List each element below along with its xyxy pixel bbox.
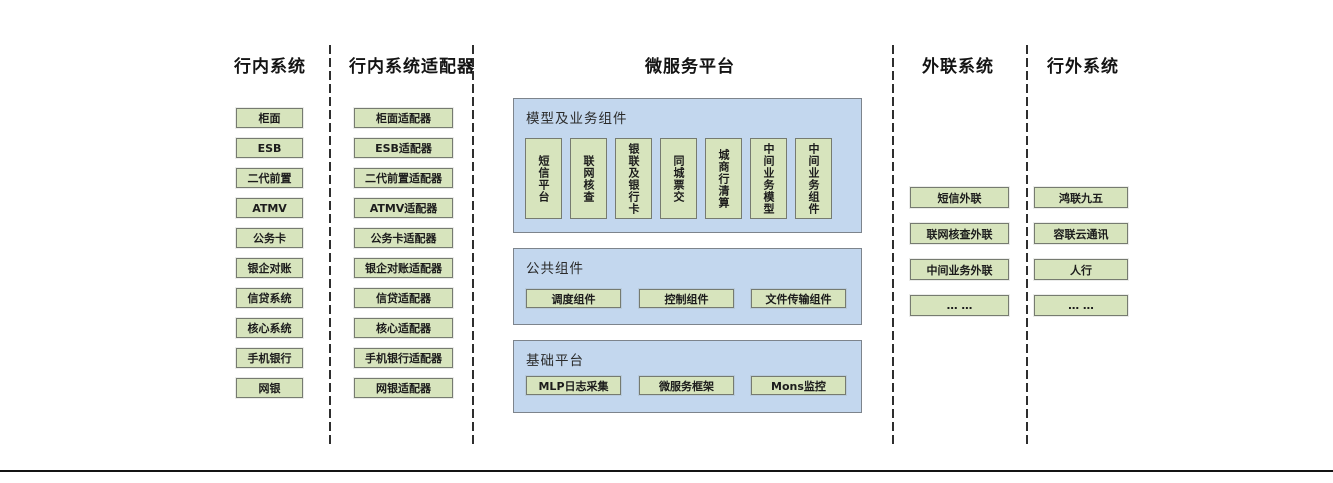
header-outside-systems: 行外系统 [1047, 57, 1119, 77]
panel-label: 模型及业务组件 [526, 111, 628, 127]
component-box: Mons监控 [751, 376, 846, 395]
inner-system-box: ATMV [236, 198, 303, 218]
adapter-box: 银企对账适配器 [354, 258, 453, 278]
outside-system-box: 鸿联九五 [1034, 187, 1128, 208]
inner-system-box: 核心系统 [236, 318, 303, 338]
component-box: 文件传输组件 [751, 289, 846, 308]
common-components-panel: 公共组件 调度组件 控制组件 文件传输组件 [513, 248, 862, 325]
component-label: 同城票交 [672, 154, 685, 203]
component-box: 城商行清算 [705, 138, 742, 219]
base-platform-panel: 基础平台 MLP日志采集 微服务框架 Mons监控 [513, 340, 862, 413]
outside-system-box: 容联云通讯 [1034, 223, 1128, 244]
component-box: 中间业务组件 [795, 138, 832, 219]
adapter-box: 柜面适配器 [354, 108, 453, 128]
adapter-box: 核心适配器 [354, 318, 453, 338]
inner-adapters-column: 柜面适配器 ESB适配器 二代前置适配器 ATMV适配器 公务卡适配器 银企对账… [354, 108, 453, 398]
component-box: 银联及银行卡 [615, 138, 652, 219]
vertical-component-row: 短信平台 联网核查 银联及银行卡 同城票交 城商行清算 中间业务模型 中间业务组… [525, 138, 832, 219]
column-separator [1026, 45, 1028, 445]
header-microservice-platform: 微服务平台 [645, 57, 735, 77]
column-separator [472, 45, 474, 445]
component-label: 城商行清算 [717, 148, 730, 209]
model-business-components-panel: 模型及业务组件 短信平台 联网核查 银联及银行卡 同城票交 城商行清算 中间业务… [513, 98, 862, 233]
inner-system-box: 手机银行 [236, 348, 303, 368]
adapter-box: 二代前置适配器 [354, 168, 453, 188]
adapter-box: 公务卡适配器 [354, 228, 453, 248]
external-system-box: 中间业务外联 [910, 259, 1009, 280]
outside-systems-column: 鸿联九五 容联云通讯 人行 … … [1034, 187, 1128, 316]
adapter-box: 手机银行适配器 [354, 348, 453, 368]
inner-system-box: 网银 [236, 378, 303, 398]
component-box: 控制组件 [639, 289, 734, 308]
header-inner-systems: 行内系统 [234, 57, 306, 77]
component-box: 微服务框架 [639, 376, 734, 395]
component-label: 短信平台 [537, 154, 550, 203]
component-label: 联网核查 [582, 154, 595, 203]
component-box: 调度组件 [526, 289, 621, 308]
inner-system-box: 信贷系统 [236, 288, 303, 308]
column-separator [892, 45, 894, 445]
adapter-box: 信贷适配器 [354, 288, 453, 308]
adapter-box: ATMV适配器 [354, 198, 453, 218]
external-system-box: 联网核查外联 [910, 223, 1009, 244]
external-system-box: 短信外联 [910, 187, 1009, 208]
inner-system-box: 公务卡 [236, 228, 303, 248]
panel-label: 基础平台 [526, 353, 584, 369]
inner-systems-column: 柜面 ESB 二代前置 ATMV 公务卡 银企对账 信贷系统 核心系统 手机银行… [236, 108, 303, 398]
component-box: MLP日志采集 [526, 376, 621, 395]
header-inner-adapters: 行内系统适配器 [349, 57, 475, 77]
component-box: 同城票交 [660, 138, 697, 219]
component-box: 中间业务模型 [750, 138, 787, 219]
inner-system-box: 柜面 [236, 108, 303, 128]
adapter-box: 网银适配器 [354, 378, 453, 398]
column-separator [329, 45, 331, 445]
component-box: 短信平台 [525, 138, 562, 219]
external-system-box: … … [910, 295, 1009, 316]
component-label: 中间业务模型 [762, 142, 775, 215]
component-box: 联网核查 [570, 138, 607, 219]
component-label: 银联及银行卡 [627, 142, 640, 215]
header-external-systems: 外联系统 [922, 57, 994, 77]
inner-system-box: 银企对账 [236, 258, 303, 278]
inner-system-box: ESB [236, 138, 303, 158]
outside-system-box: 人行 [1034, 259, 1128, 280]
outside-system-box: … … [1034, 295, 1128, 316]
inner-system-box: 二代前置 [236, 168, 303, 188]
adapter-box: ESB适配器 [354, 138, 453, 158]
component-label: 中间业务组件 [807, 142, 820, 215]
bottom-divider [0, 470, 1333, 472]
panel-label: 公共组件 [526, 261, 584, 277]
external-systems-column: 短信外联 联网核查外联 中间业务外联 … … [910, 187, 1009, 316]
